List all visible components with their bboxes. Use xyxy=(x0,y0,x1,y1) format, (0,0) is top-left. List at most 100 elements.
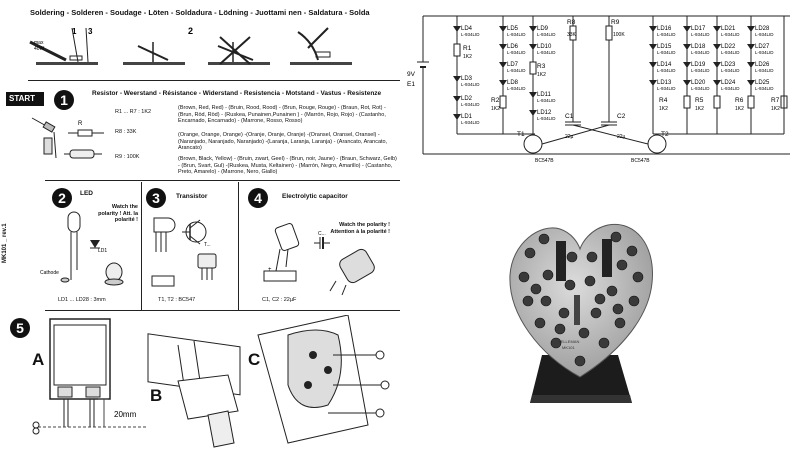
battery-label: E1 xyxy=(407,81,415,88)
board-model: MK101 xyxy=(562,345,575,350)
step-4-badge: 4 xyxy=(248,188,268,208)
led-polarity-note: Watch the polarity ! Att. la polarité ! xyxy=(98,204,138,223)
svg-text:+: + xyxy=(268,267,272,273)
led-label-ld16: LD16 xyxy=(657,26,672,32)
led-label-ld22: LD22 xyxy=(721,44,736,50)
t1-value: BC547B xyxy=(535,158,554,164)
r2-label: R2 xyxy=(491,97,500,104)
board-brand: VELLEMAN xyxy=(558,339,579,344)
led-label-ld14: LD14 xyxy=(657,62,672,68)
resistor-ref-1: R1 ... R7 : 1K2 xyxy=(115,109,152,115)
led-type-label: L-934LID xyxy=(507,32,526,37)
capacitor-caption: C1, C2 : 22µF xyxy=(262,297,297,303)
r8-label: R8 xyxy=(567,19,576,26)
led-label-ld12: LD12 xyxy=(537,110,552,116)
led-type-label: L-934LID xyxy=(721,68,740,73)
led-label-ld1: LD1 xyxy=(461,114,473,120)
heart-led xyxy=(590,307,602,319)
capacitor-illustration: + C... xyxy=(263,222,375,296)
led-label-ld18: LD18 xyxy=(691,44,706,50)
iron-label-max: max xyxy=(34,40,44,46)
transistor-ref-label: T... xyxy=(204,242,211,248)
r4-value: 1K2 xyxy=(659,106,668,112)
led-type-label: L-934LID xyxy=(755,68,774,73)
led-type-label: L-934LID xyxy=(755,32,774,37)
circuit-schematic: 9V E1 R8 33K R9 100K R1 1K2 R2 1K2 R3 1K… xyxy=(407,15,790,164)
led-label-ld4: LD4 xyxy=(461,26,473,32)
led-label-ld21: LD21 xyxy=(721,26,736,32)
mount-label-a: A xyxy=(32,350,45,369)
heart-led xyxy=(626,245,638,257)
led-type-label: L-934LID xyxy=(657,32,676,37)
resistor-colors-2: (Orange, Orange, Orange) -(Oranje, Oranj… xyxy=(178,132,388,151)
r5-value: 1K2 xyxy=(695,106,704,112)
led-label-ld5: LD5 xyxy=(507,26,519,32)
r9-value: 100K xyxy=(613,32,625,38)
led-type-label: L-934LID xyxy=(507,50,526,55)
led-type-label: L-934LID xyxy=(755,86,774,91)
r7-label: R7 xyxy=(771,97,780,104)
led-type-label: L-934LID xyxy=(507,86,526,91)
r3-label: R3 xyxy=(537,63,546,70)
led-type-label: L-934LID xyxy=(461,32,480,37)
led-type-label: L-934LID xyxy=(691,32,710,37)
heart-led xyxy=(594,293,606,305)
led-type-label: L-934LID xyxy=(657,86,676,91)
heart-led xyxy=(606,285,618,297)
led-label-ld13: LD13 xyxy=(657,80,672,86)
step-2-badge: 2 xyxy=(52,188,72,208)
c2-label: C2 xyxy=(617,113,626,120)
led-label-ld25: LD25 xyxy=(755,80,770,86)
r1-label: R1 xyxy=(463,45,472,52)
led-label-ld19: LD19 xyxy=(691,62,706,68)
heart-led xyxy=(628,295,640,307)
led-type-label: L-934LID xyxy=(721,86,740,91)
side-revision-label: MK101 _ rev.1 xyxy=(2,223,8,263)
resistor-colors-1: (Brown, Red, Red) - (Bruin, Rood, Rood) … xyxy=(178,105,386,124)
transistor-caption: T1, T2 : BC547 xyxy=(158,297,196,303)
led-type-label: L-934LID xyxy=(507,68,526,73)
heart-led xyxy=(530,283,542,295)
step-1-label: 1 xyxy=(72,27,77,36)
led-label-ld23: LD23 xyxy=(721,62,736,68)
led-caption: LD1 ... LD28 : 3mm xyxy=(58,297,106,303)
step-5-badge: 5 xyxy=(10,318,30,338)
led-illustration: LD1 Cathode xyxy=(40,211,124,286)
led-label-ld15: LD15 xyxy=(657,44,672,50)
led-type-label: L-934LID xyxy=(691,50,710,55)
led-label-ld27: LD27 xyxy=(755,44,770,50)
heart-led xyxy=(598,337,610,349)
led-type-label: L-934LID xyxy=(537,98,556,103)
led-type-label: L-934LID xyxy=(721,50,740,55)
led-label-ld26: LD26 xyxy=(755,62,770,68)
start-banner: START xyxy=(6,92,44,106)
heart-led xyxy=(538,233,550,245)
heart-led xyxy=(632,271,644,283)
r2-value: 1K2 xyxy=(491,106,500,112)
led-label-ld20: LD20 xyxy=(691,80,706,86)
capacitor-title: Electrolytic capacitor xyxy=(282,193,348,200)
led-ref-label: LD1 xyxy=(98,248,107,254)
heart-led xyxy=(610,231,622,243)
led-type-label: L-934LID xyxy=(461,102,480,107)
heart-led xyxy=(578,327,590,339)
heart-led xyxy=(586,251,598,263)
r6-label: R6 xyxy=(735,97,744,104)
led-label-ld3: LD3 xyxy=(461,76,473,82)
led-type-label: L-934LID xyxy=(755,50,774,55)
soldering-title: Soldering - Solderen - Soudage - Löten -… xyxy=(30,8,370,17)
mount-dimension: 20mm xyxy=(114,410,137,419)
heart-led xyxy=(584,275,596,287)
heart-led xyxy=(550,337,562,349)
t1-label: T1 xyxy=(517,131,525,138)
led-type-label: L-934LID xyxy=(657,50,676,55)
led-label-ld7: LD7 xyxy=(507,62,519,68)
led-label-ld9: LD9 xyxy=(537,26,549,32)
r1-value: 1K2 xyxy=(463,54,472,60)
led-type-label: L-934LID xyxy=(461,120,480,125)
r9-label: R9 xyxy=(611,19,620,26)
led-type-label: L-934LID xyxy=(461,82,480,87)
heart-led xyxy=(534,317,546,329)
step-2-label: 2 xyxy=(188,26,193,36)
heart-led xyxy=(566,251,578,263)
